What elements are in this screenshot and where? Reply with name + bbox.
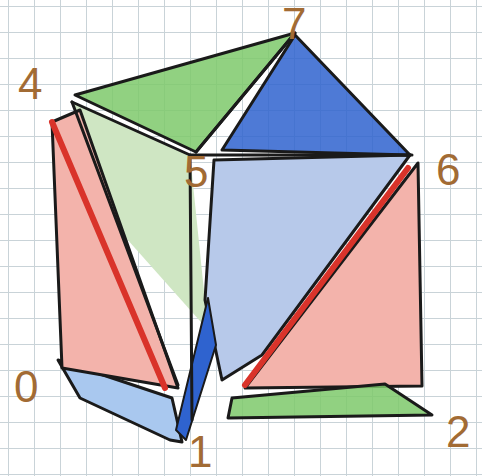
- cube-edge: [190, 155, 192, 420]
- blue-face: [222, 35, 410, 155]
- green-face: [228, 384, 432, 418]
- red-edge: [245, 168, 408, 385]
- red-face: [52, 110, 178, 388]
- cube-edge: [196, 33, 295, 152]
- cube-edge: [72, 102, 178, 385]
- vertex-number: 1: [188, 430, 212, 474]
- blue-face: [176, 298, 216, 440]
- cube-edge: [72, 102, 412, 155]
- red-edge: [52, 122, 165, 388]
- vertex-number: 5: [184, 150, 208, 194]
- vertex-number: 2: [446, 410, 470, 454]
- vertex-number: 4: [18, 62, 42, 106]
- vertex-number: 0: [14, 365, 38, 409]
- vertex-number: 6: [436, 148, 460, 192]
- red-face: [245, 163, 422, 388]
- vertex-number: 7: [282, 2, 306, 46]
